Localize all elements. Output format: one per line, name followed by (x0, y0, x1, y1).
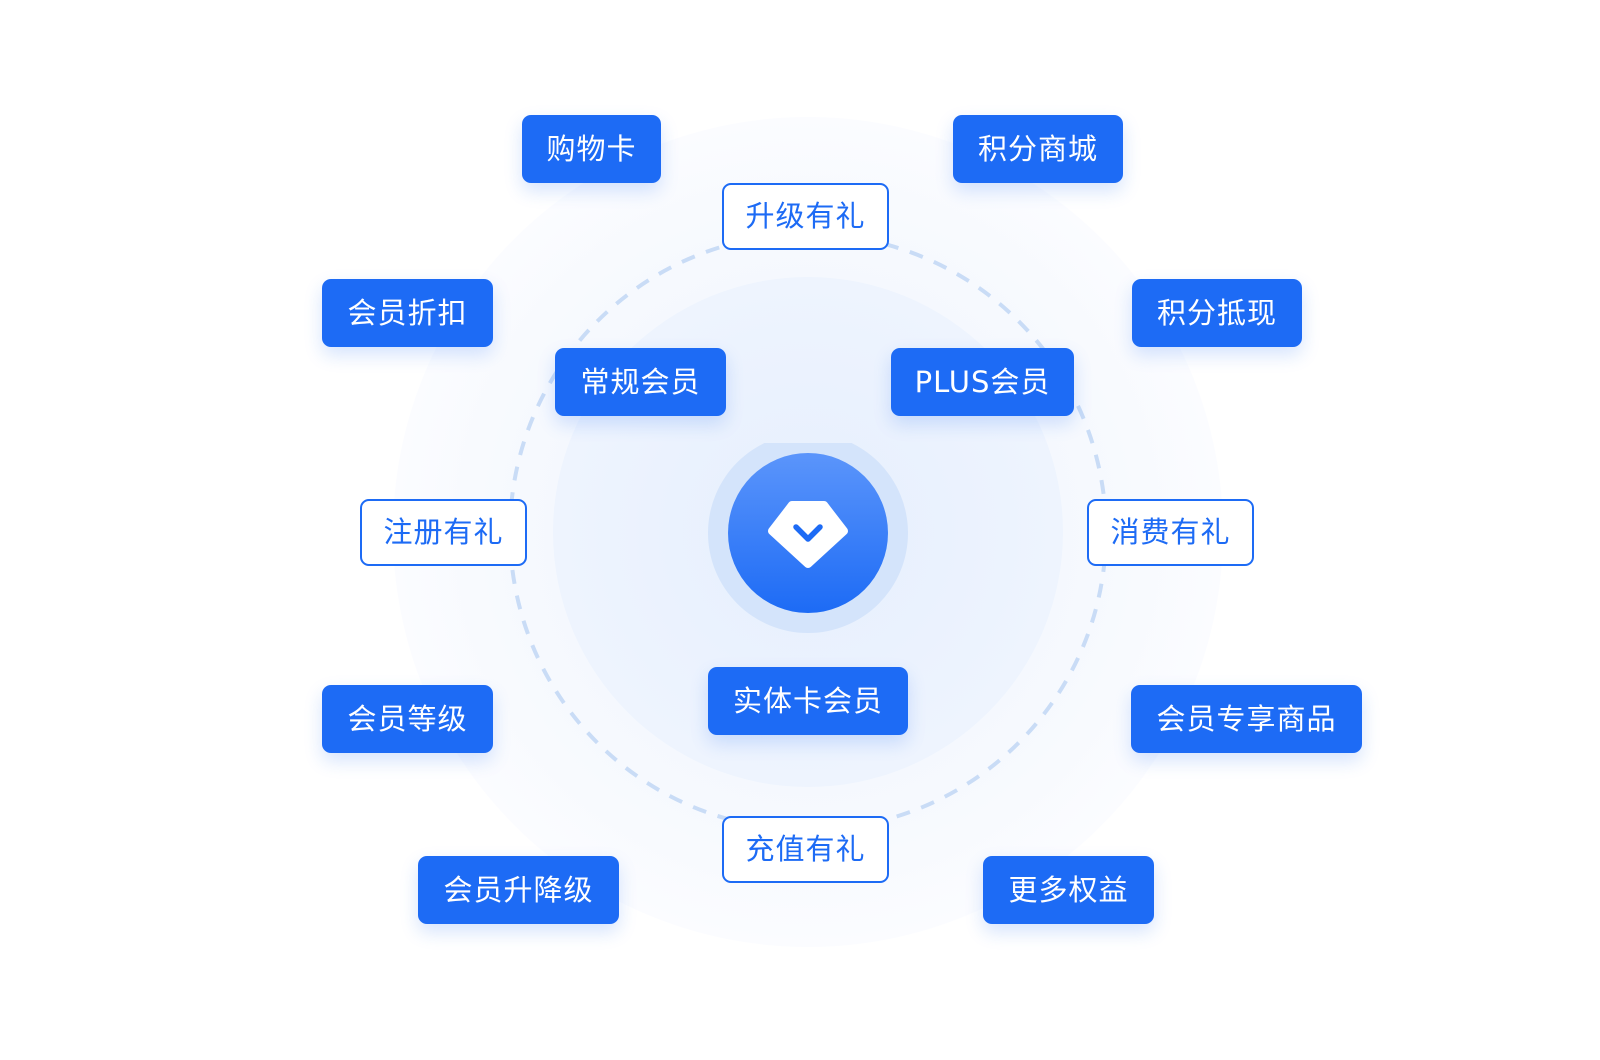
label-points-mall: 积分商城 (953, 115, 1123, 183)
label-consume-gift: 消费有礼 (1087, 499, 1254, 566)
label-member-discount: 会员折扣 (322, 279, 493, 347)
chevron-down-mark (793, 524, 823, 542)
label-member-level: 会员等级 (322, 685, 493, 753)
label-register-gift: 注册有礼 (360, 499, 527, 566)
label-shopping-card: 购物卡 (522, 115, 661, 183)
label-upgrade-gift: 升级有礼 (722, 183, 889, 250)
label-exclusive-goods: 会员专享商品 (1131, 685, 1362, 753)
label-points-cash: 积分抵现 (1132, 279, 1302, 347)
label-more-benefits: 更多权益 (983, 856, 1154, 924)
diamond-shape (768, 501, 848, 568)
label-recharge-gift: 充值有礼 (722, 816, 889, 883)
label-plus-member: PLUS会员 (891, 348, 1074, 416)
label-level-change: 会员升降级 (418, 856, 619, 924)
diamond-icon (708, 443, 908, 633)
label-physical-card-member: 实体卡会员 (708, 667, 908, 735)
label-regular-member: 常规会员 (555, 348, 726, 416)
